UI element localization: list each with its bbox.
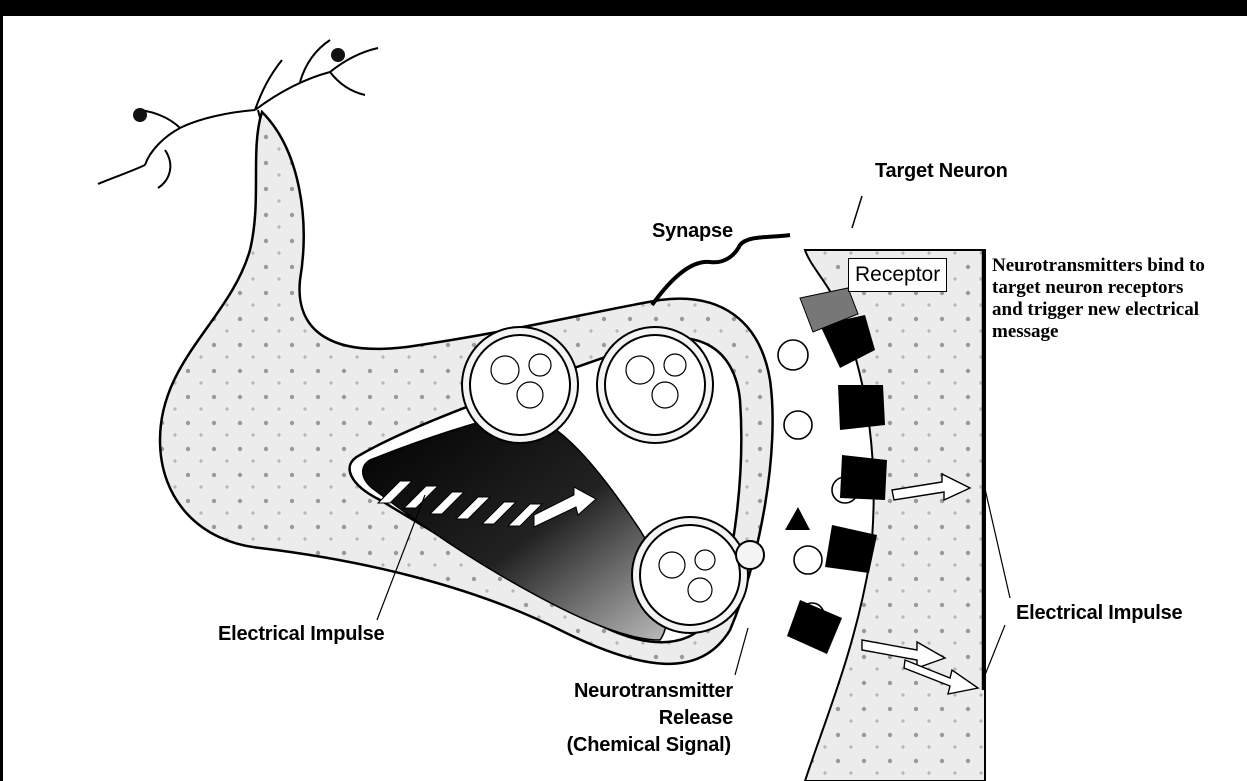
- leader-release: [735, 628, 748, 675]
- caption-line: and trigger new electrical: [992, 299, 1247, 321]
- frame-top-bar: [0, 0, 1247, 16]
- synapse-label: Synapse: [652, 220, 733, 243]
- caption-line: Neurotransmitters bind to: [992, 255, 1247, 277]
- leader-electrical-right-b: [983, 625, 1005, 680]
- target-neuron-label: Target Neuron: [875, 160, 1008, 183]
- neurotransmitter-triangle: [785, 507, 810, 530]
- receptor-label: Receptor: [848, 258, 947, 292]
- cell-nucleus-right: [331, 48, 345, 62]
- cell-nucleus-left: [133, 108, 147, 122]
- caption-text: Neurotransmitters bind to target neuron …: [992, 255, 1247, 343]
- leader-electrical-right-a: [983, 480, 1010, 598]
- electrical-impulse-left-label: Electrical Impulse: [218, 623, 384, 646]
- caption-line: target neuron receptors: [992, 277, 1247, 299]
- caption-line: message: [992, 321, 1247, 343]
- frame-left-bar: [0, 0, 3, 781]
- electrical-impulse-right-label: Electrical Impulse: [1016, 602, 1182, 625]
- neurotransmitter-release-label: Neurotransmitter Release (Chemical Signa…: [543, 678, 733, 759]
- release-line-2: Release: [543, 705, 733, 732]
- release-line-3: (Chemical Signal): [541, 732, 731, 759]
- synapse-bracket: [652, 235, 790, 305]
- release-line-1: Neurotransmitter: [543, 678, 733, 705]
